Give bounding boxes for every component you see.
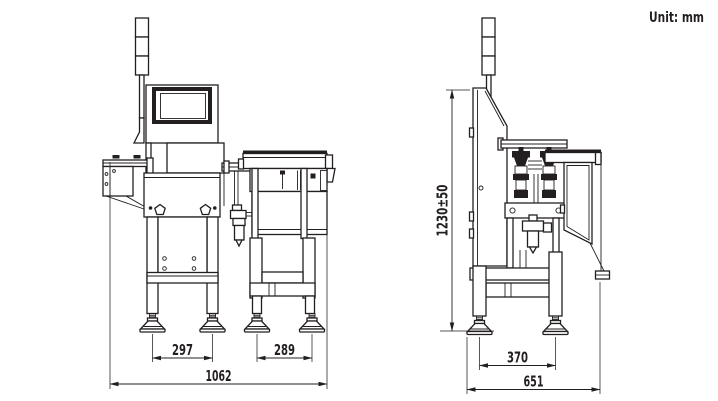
dimension-label-651: 651 bbox=[524, 373, 544, 391]
leg bbox=[548, 251, 563, 317]
leveling-foot bbox=[139, 312, 166, 333]
dimension-weigher-feet-span: 297 bbox=[152, 334, 213, 362]
dimension-annotations: 297 289 1062 1230±50 370 bbox=[109, 10, 704, 394]
leveling-foot bbox=[199, 312, 226, 333]
tower-light-segment bbox=[481, 17, 496, 38]
leveling-foot bbox=[466, 315, 493, 336]
frame-post bbox=[506, 217, 514, 269]
weigher-body bbox=[143, 172, 225, 218]
unit-label: Unit: mm bbox=[649, 10, 704, 26]
leveling-foot bbox=[298, 312, 326, 333]
side-guard-panel bbox=[563, 161, 593, 246]
reject-conveyor bbox=[234, 150, 336, 240]
weigher-stand bbox=[139, 216, 226, 333]
signal-tower-front bbox=[132, 17, 150, 144]
leveling-foot bbox=[542, 315, 569, 336]
air-filter-regulator-front bbox=[229, 204, 252, 248]
dimension-label-1230: 1230±50 bbox=[434, 185, 452, 237]
filter-bowl bbox=[526, 230, 540, 248]
hinge bbox=[468, 211, 475, 222]
star-knob bbox=[154, 203, 166, 216]
frame-post bbox=[251, 167, 259, 240]
conveyor-deck-top bbox=[545, 149, 601, 153]
dimension-overall-length: 1062 bbox=[109, 162, 328, 389]
cross-member bbox=[261, 271, 304, 284]
air-filter-regulator-side bbox=[521, 214, 553, 255]
dimension-label-1062: 1062 bbox=[206, 367, 232, 385]
hmi-display bbox=[145, 84, 219, 144]
dimension-side-feet-span: 370 bbox=[479, 337, 556, 370]
front-view bbox=[102, 17, 336, 333]
outfeed-deck-side bbox=[544, 149, 611, 280]
tower-light-bracket bbox=[132, 117, 145, 144]
infeed-attachment bbox=[102, 155, 154, 210]
tower-light-pole bbox=[138, 74, 145, 119]
weigh-module-side bbox=[497, 137, 568, 269]
leveling-foot bbox=[243, 312, 271, 333]
cross-member bbox=[249, 282, 316, 297]
hinge bbox=[468, 127, 475, 138]
dimension-label-289: 289 bbox=[274, 341, 295, 359]
tower-light-segment bbox=[134, 36, 150, 57]
side-view bbox=[466, 17, 611, 336]
dimension-overall-height: 1230±50 bbox=[434, 89, 494, 332]
star-knob bbox=[199, 203, 212, 216]
hinge bbox=[468, 228, 475, 239]
stand-panel bbox=[157, 216, 208, 274]
dimension-overall-depth: 651 bbox=[466, 282, 601, 394]
outfeed-tab bbox=[326, 167, 336, 183]
frame-post bbox=[300, 167, 308, 240]
dimension-label-370: 370 bbox=[507, 349, 528, 367]
tower-light-segment bbox=[481, 55, 496, 76]
display-bezel bbox=[152, 87, 212, 124]
tower-light-segment bbox=[134, 55, 150, 76]
knob bbox=[559, 204, 566, 214]
stand-side bbox=[466, 251, 569, 336]
column-panel-side bbox=[468, 87, 508, 267]
tower-light-segment bbox=[134, 17, 150, 38]
dimension-conveyor-feet-span: 289 bbox=[256, 334, 313, 362]
cross-member bbox=[146, 271, 219, 284]
leg bbox=[146, 216, 159, 315]
tower-light-segment bbox=[481, 36, 496, 57]
cross-member bbox=[485, 282, 553, 298]
leg bbox=[472, 265, 487, 317]
conveyor-deck-top bbox=[243, 150, 327, 154]
control-console bbox=[145, 142, 225, 174]
conveyor-stand bbox=[243, 237, 326, 333]
filter-bowl bbox=[233, 224, 245, 241]
leg bbox=[206, 216, 219, 315]
display-screen bbox=[160, 93, 206, 119]
dimension-label-297: 297 bbox=[172, 341, 193, 359]
